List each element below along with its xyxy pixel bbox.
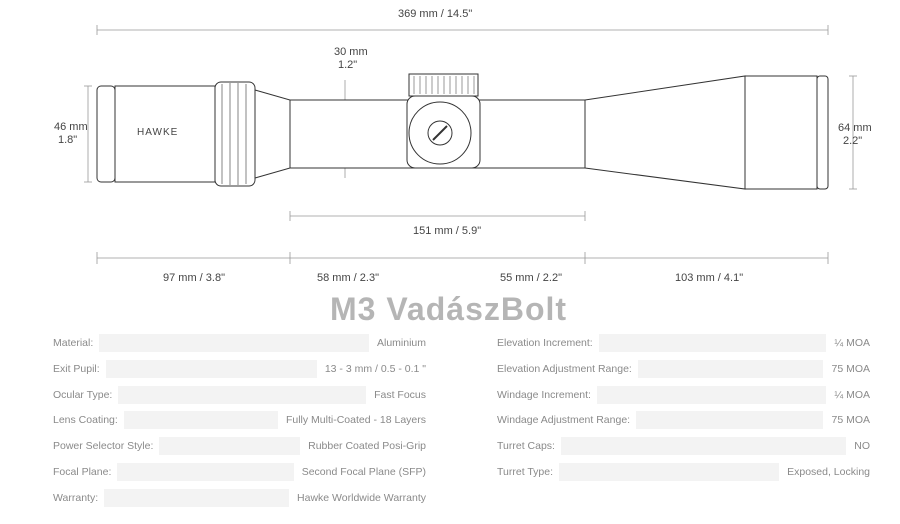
spec-row: Elevation Adjustment Range: 75 MOA (497, 359, 870, 379)
spec-label: Power Selector Style: (53, 440, 154, 453)
tube-diameter-in: 1.2" (338, 59, 358, 71)
spec-label: Lens Coating: (53, 414, 118, 427)
spec-value: 13 - 3 mm / 0.5 - 0.1 " (324, 362, 426, 375)
spec-label: Turret Type: (497, 466, 554, 478)
spec-value: Hawke Worldwide Warranty (297, 491, 426, 504)
spec-label: Ocular Type: (53, 388, 113, 401)
segment-1-length: 97 mm / 3.8" (163, 272, 225, 284)
spec-row: Elevation Increment: ¼ MOA (497, 333, 870, 353)
spec-value: ¼ MOA (834, 337, 870, 349)
dimension-lines (84, 25, 857, 264)
watermark: M3 VadászBolt (330, 291, 568, 327)
spec-leader (636, 411, 824, 430)
spec-row: Ocular Type: Fast Focus (53, 385, 426, 405)
spec-leader (598, 334, 827, 352)
spec-label: Elevation Increment: (497, 337, 593, 349)
spec-value: 75 MOA (831, 362, 870, 375)
spec-label: Turret Caps: (497, 440, 555, 453)
spec-value: Rubber Coated Posi-Grip (308, 440, 426, 453)
spec-value: Aluminium (376, 337, 426, 349)
objective-diameter-mm: 64 mm (838, 122, 872, 134)
spec-leader (159, 437, 301, 456)
spec-row: Windage Increment: ¼ MOA (497, 385, 870, 405)
spec-leader (104, 488, 290, 507)
segment-2-length: 58 mm / 2.3" (317, 272, 379, 284)
spec-value: NO (854, 440, 870, 453)
ocular-diameter-in: 1.8" (58, 134, 78, 146)
spec-row: Lens Coating: Fully Multi-Coated - 18 Lay… (53, 410, 426, 430)
spec-value: 75 MOA (831, 414, 870, 427)
spec-value: ¼ MOA (834, 388, 870, 401)
spec-label: Focal Plane: (53, 466, 112, 478)
spec-row: Warranty: Hawke Worldwide Warranty (53, 488, 426, 508)
spec-label: Elevation Adjustment Range: (497, 362, 632, 375)
scope-outline (96, 73, 829, 190)
spec-row: Power Selector Style: Rubber Coated Posi-… (53, 436, 426, 456)
tube-length: 151 mm / 5.9" (413, 225, 482, 237)
spec-value: Exposed, Locking (787, 466, 870, 478)
hawke-logo: HAWKE (137, 127, 179, 138)
spec-label: Warranty: (53, 491, 99, 504)
spec-leader (560, 437, 847, 456)
objective-diameter-in: 2.2" (843, 135, 863, 147)
spec-leader (559, 463, 780, 481)
spec-label: Windage Adjustment Range: (497, 414, 631, 427)
spec-row: Material: Aluminium (53, 333, 426, 353)
spec-value: Second Focal Plane (SFP) (301, 466, 426, 478)
spec-leader (105, 359, 317, 378)
spec-leader (99, 334, 369, 352)
spec-label: Windage Increment: (497, 388, 591, 401)
ocular-diameter-mm: 46 mm (54, 121, 88, 133)
spec-value: Fully Multi-Coated - 18 Layers (285, 414, 426, 427)
spec-label: Material: (53, 337, 94, 349)
spec-row: Focal Plane: Second Focal Plane (SFP) (53, 462, 426, 482)
spec-leader (596, 385, 827, 404)
spec-leader (118, 385, 367, 404)
spec-row: Exit Pupil: 13 - 3 mm / 0.5 - 0.1 " (53, 359, 426, 379)
spec-leader (637, 359, 824, 378)
spec-row: Turret Type: Exposed, Locking (497, 462, 870, 482)
spec-leader (123, 411, 278, 430)
overall-length: 369 mm / 14.5" (398, 8, 473, 20)
spec-label: Exit Pupil: (53, 362, 100, 375)
tube-diameter-mm: 30 mm (334, 46, 368, 58)
spec-leader (117, 463, 294, 481)
segment-4-length: 103 mm / 4.1" (675, 272, 744, 284)
spec-value: Fast Focus (374, 388, 426, 401)
segment-3-length: 55 mm / 2.2" (500, 272, 562, 284)
spec-row: Turret Caps: NO (497, 436, 870, 456)
spec-row: Windage Adjustment Range: 75 MOA (497, 410, 870, 430)
